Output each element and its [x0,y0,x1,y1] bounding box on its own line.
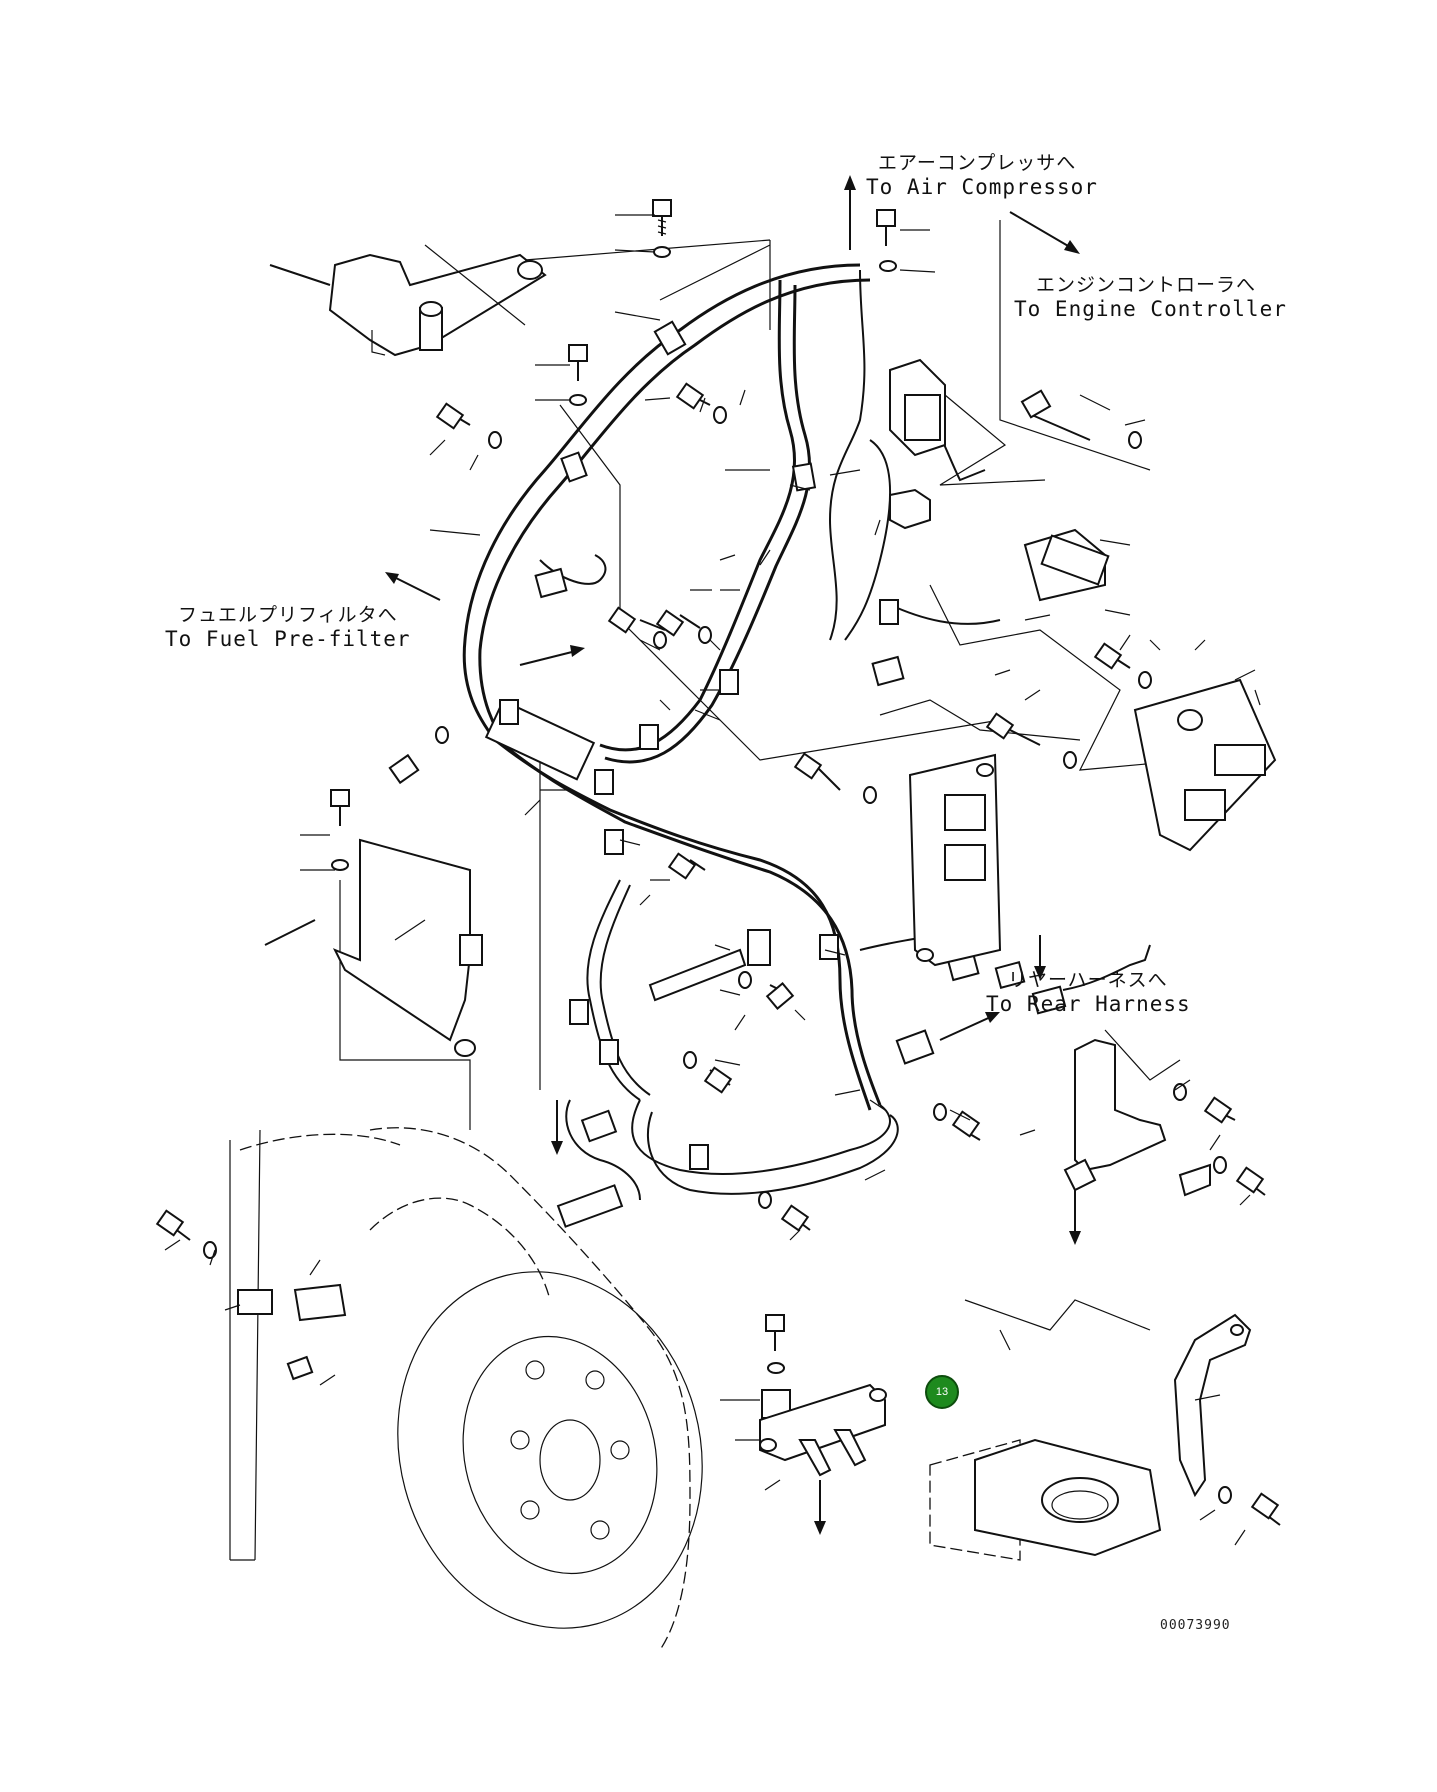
fuel-prefilter-label-en: To Fuel Pre-filter [165,627,411,651]
bottom-center-bracket [759,1383,887,1477]
arrows [385,175,1081,1535]
engine-controller-label-jp: エンジンコントローラへ [1036,274,1257,296]
fuel-prefilter-label-jp: フュエルプリフィルタへ [178,604,398,626]
right-bracket-upper [1023,528,1277,852]
clamps [499,320,899,1170]
flywheel-housing [229,1127,703,1651]
leader-lines [339,220,1191,1331]
air-compressor-label-en: To Air Compressor [866,175,1098,199]
air-compressor-label-jp: エアーコンプレッサへ [878,152,1077,174]
connectors [534,358,1151,1228]
drawing-number: 00073990 [1160,1618,1231,1633]
mid-left-bracket [264,838,483,1057]
right-bracket-lower [1063,1038,1211,1197]
rear-harness-label-en: To Rear Harness [986,992,1191,1016]
rear-harness-label-jp: リヤーハーネスへ [1008,969,1168,991]
part-number-badge[interactable]: 13 [925,1375,959,1409]
index-leaders [164,214,1261,1546]
center-plate [648,753,1002,1002]
top-left-bracket [269,253,547,357]
engine-controller-label-en: To Engine Controller [1014,297,1287,321]
bottom-right-assembly [929,1313,1252,1561]
bolts [155,199,1281,1526]
